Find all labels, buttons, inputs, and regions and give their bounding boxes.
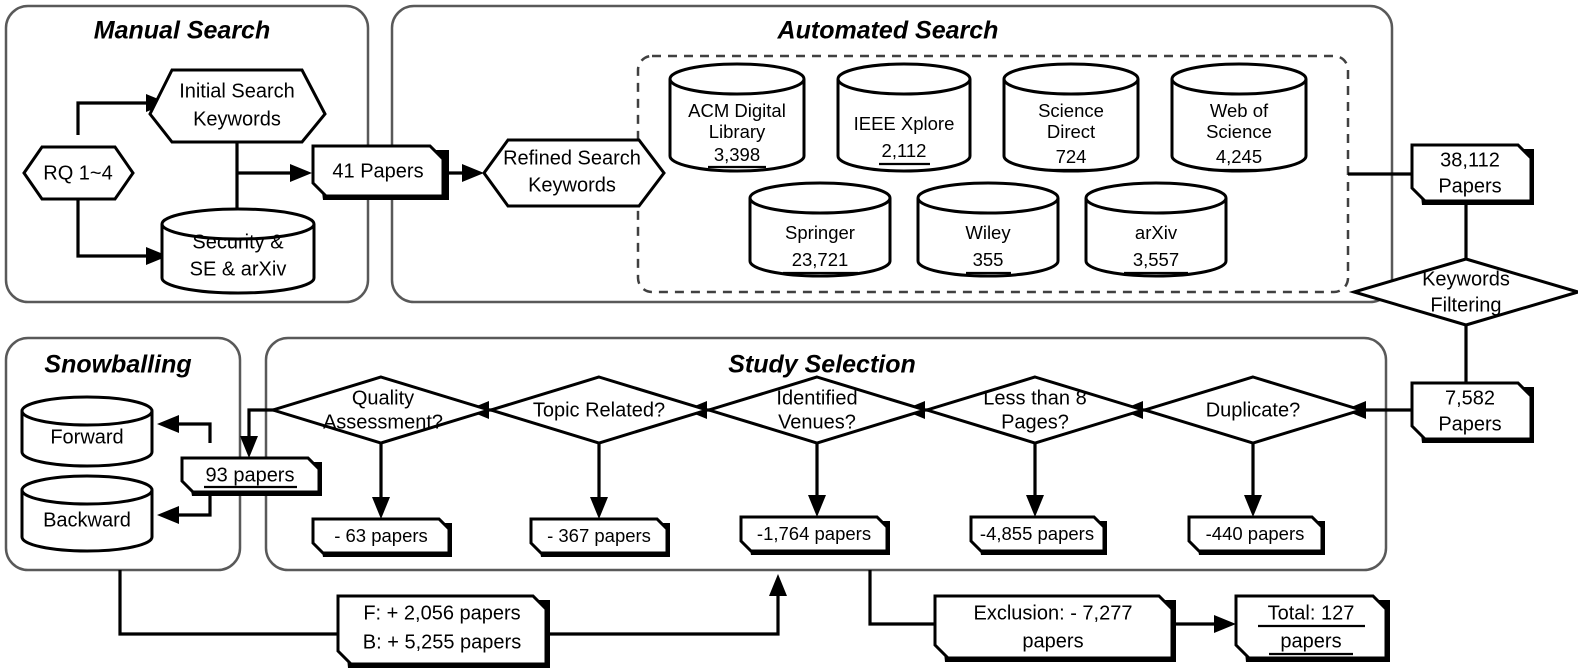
- automated-search-title: Automated Search: [777, 17, 999, 45]
- database-wiley-count: 355: [973, 249, 1004, 270]
- papers-38112-line1: 38,112: [1440, 149, 1500, 171]
- database-acm-line2: Library: [709, 121, 766, 142]
- manual-search-title: Manual Search: [94, 17, 270, 45]
- database-wos-count: 4,245: [1216, 146, 1262, 167]
- bottom-connectors: [118, 570, 1236, 636]
- snowballing-gain-line1: F: + 2,056 papers: [363, 602, 520, 624]
- database-arxiv-count: 3,557: [1133, 249, 1179, 270]
- snowballing-gain-node: F: + 2,056 papers B: + 5,255 papers: [336, 594, 550, 668]
- database-ieee-count: 2,112: [882, 140, 927, 161]
- manual-sources-cylinder: Security & SE & arXiv: [160, 207, 316, 295]
- decision-duplicate: Duplicate?: [1139, 375, 1367, 445]
- database-ieee-line1: IEEE Xplore: [854, 113, 955, 134]
- papers-38112-node: 38,112 Papers: [1410, 143, 1534, 205]
- papers-38112-line2: Papers: [1438, 175, 1501, 197]
- database-acm-count: 3,398: [714, 144, 760, 165]
- decision-identified-venues: Identified Venues?: [703, 375, 931, 445]
- database-springer: Springer 23,721: [748, 181, 892, 278]
- manual-sources-line2: SE & arXiv: [190, 258, 287, 280]
- refined-search-keywords-node: Refined Search Keywords: [482, 138, 666, 208]
- rq-label: RQ 1~4: [43, 162, 112, 184]
- decision-topic-label: Topic Related?: [533, 399, 665, 421]
- papers-7582-node: 7,582 Papers: [1410, 381, 1534, 443]
- excluded-venues-label: -1,764 papers: [757, 523, 871, 544]
- excluded-quality-label: - 63 papers: [334, 525, 428, 546]
- decision-venues-line2: Venues?: [778, 411, 856, 433]
- papers-41-node: 41 Papers: [311, 144, 449, 200]
- decision-pages-line1: Less than 8: [983, 387, 1086, 409]
- database-acm-line1: ACM Digital: [688, 100, 786, 121]
- snowballing-backward-label: Backward: [43, 509, 131, 531]
- decision-topic-related: Topic Related?: [485, 375, 713, 445]
- initial-keywords-line2: Keywords: [193, 108, 281, 130]
- excluded-pages-label: -4,855 papers: [980, 523, 1094, 544]
- initial-search-keywords-node: Initial Search Keywords: [148, 68, 327, 144]
- database-acm: ACM Digital Library 3,398: [668, 62, 806, 173]
- total-line2: papers: [1280, 630, 1341, 652]
- exclusion-line1: Exclusion: - 7,277: [974, 602, 1133, 624]
- papers-41-label: 41 Papers: [332, 160, 423, 182]
- excluded-quality-node: - 63 papers: [311, 517, 452, 557]
- papers-93-node: 93 papers: [180, 456, 322, 496]
- database-springer-count: 23,721: [792, 249, 849, 270]
- database-wos-line1: Web of: [1210, 100, 1269, 121]
- study-selection-container: [264, 336, 1388, 572]
- excluded-topic-node: - 367 papers: [529, 517, 670, 557]
- filtering-connectors: [1344, 172, 1468, 419]
- database-sd-line1: Science: [1038, 100, 1104, 121]
- database-wiley-line1: Wiley: [965, 222, 1011, 243]
- keywords-filtering-decision: Keywords Filtering: [1348, 257, 1578, 327]
- keywords-filtering-line2: Filtering: [1430, 294, 1501, 316]
- database-springer-line1: Springer: [785, 222, 855, 243]
- decision-quality-assessment: Quality Assessment?: [267, 375, 495, 445]
- decision-quality-line1: Quality: [352, 387, 414, 409]
- database-wos-line2: Science: [1206, 121, 1272, 142]
- database-sd-count: 724: [1056, 146, 1087, 167]
- snowballing-backward-cylinder: Backward: [20, 474, 154, 553]
- database-wiley: Wiley 355: [916, 181, 1060, 278]
- initial-keywords-line1: Initial Search: [179, 80, 295, 102]
- excluded-topic-label: - 367 papers: [547, 525, 651, 546]
- exclusion-total-node: Exclusion: - 7,277 papers: [933, 594, 1176, 662]
- database-arxiv: arXiv 3,557: [1084, 181, 1228, 278]
- total-papers-node: Total: 127 papers: [1234, 594, 1390, 662]
- excluded-pages-node: -4,855 papers: [969, 515, 1107, 555]
- database-web-of-science: Web of Science 4,245: [1170, 62, 1308, 173]
- decision-duplicate-label: Duplicate?: [1206, 399, 1301, 421]
- refined-keywords-line1: Refined Search: [503, 147, 641, 169]
- snowballing-forward-label: Forward: [50, 426, 123, 448]
- refined-keywords-line2: Keywords: [528, 174, 616, 196]
- study-selection-title: Study Selection: [728, 351, 916, 379]
- snowballing-gain-line2: B: + 5,255 papers: [363, 631, 521, 653]
- snowballing-title: Snowballing: [44, 351, 191, 379]
- papers-93-label: 93 papers: [206, 464, 295, 486]
- excluded-duplicate-node: -440 papers: [1187, 515, 1325, 555]
- total-line1: Total: 127: [1268, 602, 1355, 624]
- decision-venues-line1: Identified: [776, 387, 857, 409]
- exclusion-line2: papers: [1022, 630, 1083, 652]
- database-arxiv-line1: arXiv: [1135, 222, 1178, 243]
- database-sd-line2: Direct: [1047, 121, 1095, 142]
- database-science-direct: Science Direct 724: [1002, 62, 1140, 173]
- snowballing-container: [4, 336, 242, 572]
- papers-7582-line1: 7,582: [1445, 387, 1495, 409]
- excluded-duplicate-label: -440 papers: [1206, 523, 1305, 544]
- excluded-venues-node: -1,764 papers: [739, 515, 890, 555]
- keywords-filtering-line1: Keywords: [1422, 268, 1510, 290]
- decision-less-than-8-pages: Less than 8 Pages?: [921, 375, 1149, 445]
- rq-node: RQ 1~4: [22, 145, 135, 201]
- database-ieee: IEEE Xplore 2,112: [836, 62, 972, 173]
- papers-7582-line2: Papers: [1438, 413, 1501, 435]
- decision-quality-line2: Assessment?: [323, 411, 443, 433]
- manual-sources-line1: Security &: [192, 231, 284, 253]
- manual-search-connectors: [76, 94, 484, 265]
- snowballing-forward-cylinder: Forward: [20, 395, 154, 468]
- decision-pages-line2: Pages?: [1001, 411, 1069, 433]
